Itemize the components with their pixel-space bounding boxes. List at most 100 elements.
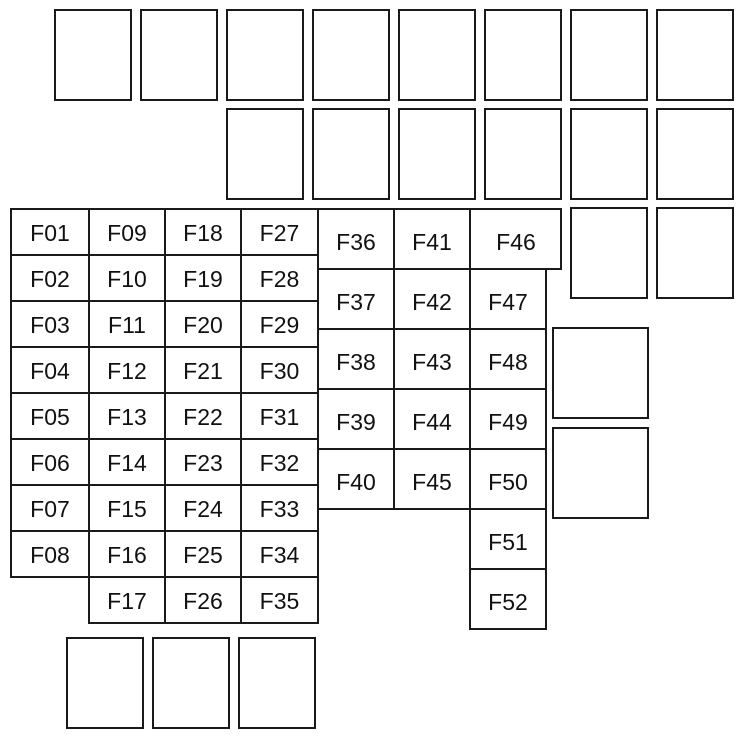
relay-slot <box>140 9 218 101</box>
relay-slot <box>238 637 316 729</box>
relay-slot <box>226 108 304 200</box>
relay-slot <box>552 327 649 419</box>
fuse-slot <box>10 438 90 486</box>
fuse-label: F13 <box>107 404 147 430</box>
fuse-slot <box>469 268 547 330</box>
fuse-label: F38 <box>336 349 376 375</box>
fuse-slot <box>469 508 547 570</box>
fuse-label: F37 <box>336 289 376 315</box>
fuse-label: F34 <box>260 542 300 568</box>
fuse-label: F43 <box>412 349 452 375</box>
fuse-label: F20 <box>183 312 223 338</box>
relay-slot <box>570 108 648 200</box>
fuse-label: F17 <box>107 588 147 614</box>
fuse-slot <box>164 576 242 624</box>
relay-slots <box>54 9 734 729</box>
fuse-label: F01 <box>30 220 70 246</box>
fuse-label: F11 <box>108 312 146 338</box>
fuse-slot <box>240 576 319 624</box>
fuse-label: F29 <box>260 312 300 338</box>
fuse-slot <box>164 346 242 394</box>
fuse-label: F04 <box>30 358 70 384</box>
fuse-slot <box>240 484 319 532</box>
fuse-slot <box>393 328 471 390</box>
fuse-label: F49 <box>488 409 528 435</box>
fuse-label: F23 <box>183 450 223 476</box>
fuse-slot <box>164 530 242 578</box>
fuse-label: F22 <box>183 404 223 430</box>
relay-slot <box>54 9 132 101</box>
relay-slot <box>656 207 734 299</box>
fuse-label: F12 <box>107 358 147 384</box>
relay-slot <box>570 9 648 101</box>
fuse-slot <box>10 254 90 302</box>
relay-slot <box>66 637 144 729</box>
fuse-label: F07 <box>30 496 70 522</box>
relay-slot <box>552 427 649 519</box>
fuse-label: F32 <box>260 450 300 476</box>
fuse-label: F18 <box>183 220 223 246</box>
fuse-label: F06 <box>30 450 70 476</box>
fuse-label: F28 <box>260 266 300 292</box>
fuse-slot <box>88 254 166 302</box>
fuse-slot <box>10 530 90 578</box>
fuse-label: F03 <box>30 312 70 338</box>
fuse-label: F52 <box>488 589 528 615</box>
relay-slot <box>656 108 734 200</box>
relay-slot <box>484 108 562 200</box>
fuse-label: F31 <box>260 404 300 430</box>
fuse-label: F02 <box>30 266 70 292</box>
relay-slot <box>226 9 304 101</box>
relay-slot <box>152 637 230 729</box>
fuse-slot <box>240 438 319 486</box>
fuse-slot <box>240 346 319 394</box>
relay-slot <box>312 9 390 101</box>
relay-slot <box>398 9 476 101</box>
fuse-label: F14 <box>107 450 147 476</box>
fuse-label: F45 <box>412 469 452 495</box>
fuse-label: F36 <box>336 229 376 255</box>
fuse-label: F16 <box>107 542 147 568</box>
fuse-label: F44 <box>412 409 452 435</box>
fuse-label: F21 <box>183 358 223 384</box>
relay-slot <box>570 207 648 299</box>
fuse-slot <box>469 208 562 270</box>
fuse-slot <box>469 328 547 390</box>
relay-slot <box>312 108 390 200</box>
fuse-label: F40 <box>336 469 376 495</box>
fuse-label: F51 <box>488 529 528 555</box>
fuse-slot <box>88 576 166 624</box>
fuse-label: F47 <box>488 289 528 315</box>
fuse-label: F26 <box>183 588 223 614</box>
fuse-label: F39 <box>336 409 376 435</box>
fuse-label: F48 <box>488 349 528 375</box>
fuse-slot <box>317 328 395 390</box>
fuse-label: F24 <box>183 496 223 522</box>
fuse-label: F19 <box>183 266 223 292</box>
fuse-slot <box>88 530 166 578</box>
fuse-label: F50 <box>488 469 528 495</box>
fuse-label: F08 <box>30 542 70 568</box>
fuse-slot <box>88 484 166 532</box>
fuse-label: F35 <box>260 588 300 614</box>
fuse-label: F30 <box>260 358 300 384</box>
fuse-slot <box>240 208 319 256</box>
fuse-slot <box>164 484 242 532</box>
fuse-slot <box>469 568 547 630</box>
relay-slot <box>398 108 476 200</box>
fuse-slot <box>240 254 319 302</box>
fuse-label: F25 <box>183 542 223 568</box>
fuse-slots: F01F02F03F04F05F06F07F08F09F10F11F12F13F… <box>10 208 562 630</box>
relay-slot <box>484 9 562 101</box>
relay-slot <box>656 9 734 101</box>
fuse-slot <box>317 448 395 510</box>
fuse-slot <box>393 448 471 510</box>
fuse-slot <box>469 388 547 450</box>
fuse-label: F09 <box>107 220 147 246</box>
fuse-label: F42 <box>412 289 452 315</box>
fuse-slot <box>10 208 90 256</box>
fuse-label: F46 <box>496 229 536 255</box>
fuse-slot <box>240 530 319 578</box>
fuse-label: F33 <box>260 496 300 522</box>
